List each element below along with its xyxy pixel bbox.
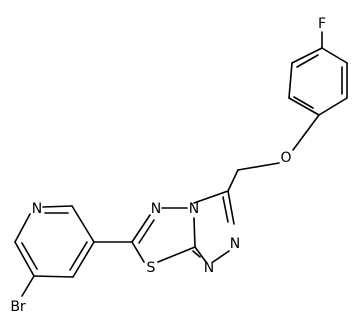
- bond-tri-na-nb: [212, 250, 230, 263]
- bond-py-c4-c3: [72, 241, 95, 278]
- bonds: [14, 31, 348, 297]
- bond-tri-c7a-nbridge: [193, 217, 196, 248]
- atom-n-bridge: N: [189, 201, 199, 217]
- bond-ar1-double-b: [293, 96, 314, 109]
- bond-o-ch2: [237, 162, 280, 171]
- atom-s: S: [147, 260, 156, 276]
- bond-py-c4-c3-double: [69, 241, 88, 271]
- bond-ar1-c4-c5: [288, 97, 320, 116]
- atom-n-pyridine: N: [32, 201, 42, 217]
- bond-ch2-c3: [227, 169, 239, 192]
- bond-tri-nb-c7a: [194, 246, 207, 263]
- bond-py-c6-c5: [14, 241, 35, 277]
- bond-thia-s-c6: [131, 241, 145, 263]
- bond-thia-c6-n: [131, 214, 151, 243]
- bond-tri-c3-na-double: [222, 196, 229, 223]
- bond-c5-br: [21, 275, 35, 297]
- bond-py-c6-c5-double: [21, 242, 38, 270]
- bond-ar1-c5-c6: [288, 62, 293, 99]
- bond-ar1-c6-c1: [291, 47, 323, 64]
- bond-tri-nb-c7a-double: [192, 250, 201, 258]
- atom-o: O: [280, 150, 291, 166]
- bond-ar1-c3-c4: [318, 97, 348, 116]
- bond-tri-c3-nbridge: [193, 190, 229, 204]
- atom-n-triazole-a: N: [230, 236, 240, 252]
- bond-ar1-double-c: [296, 54, 319, 68]
- bond-py-c3-c2: [71, 205, 95, 243]
- atom-br: Br: [10, 299, 26, 315]
- bond-thia-c7a-s: [157, 246, 196, 263]
- bond-py-n-c6: [14, 213, 31, 243]
- bond-ar1-o: [292, 114, 320, 151]
- bond-py-c2-n: [42, 205, 73, 208]
- atom-f: F: [318, 16, 326, 32]
- bond-thia-c6-n-double: [138, 219, 155, 244]
- atom-n-triazole-b: N: [204, 260, 214, 276]
- atom-n-thiadiazole: N: [151, 201, 161, 217]
- bond-tri-c3-na: [227, 190, 235, 225]
- atom-labels: F O N N N N N S Br: [10, 16, 326, 315]
- bond-ar1-c1-c2: [321, 47, 348, 64]
- bond-py-c5-c4: [33, 275, 74, 278]
